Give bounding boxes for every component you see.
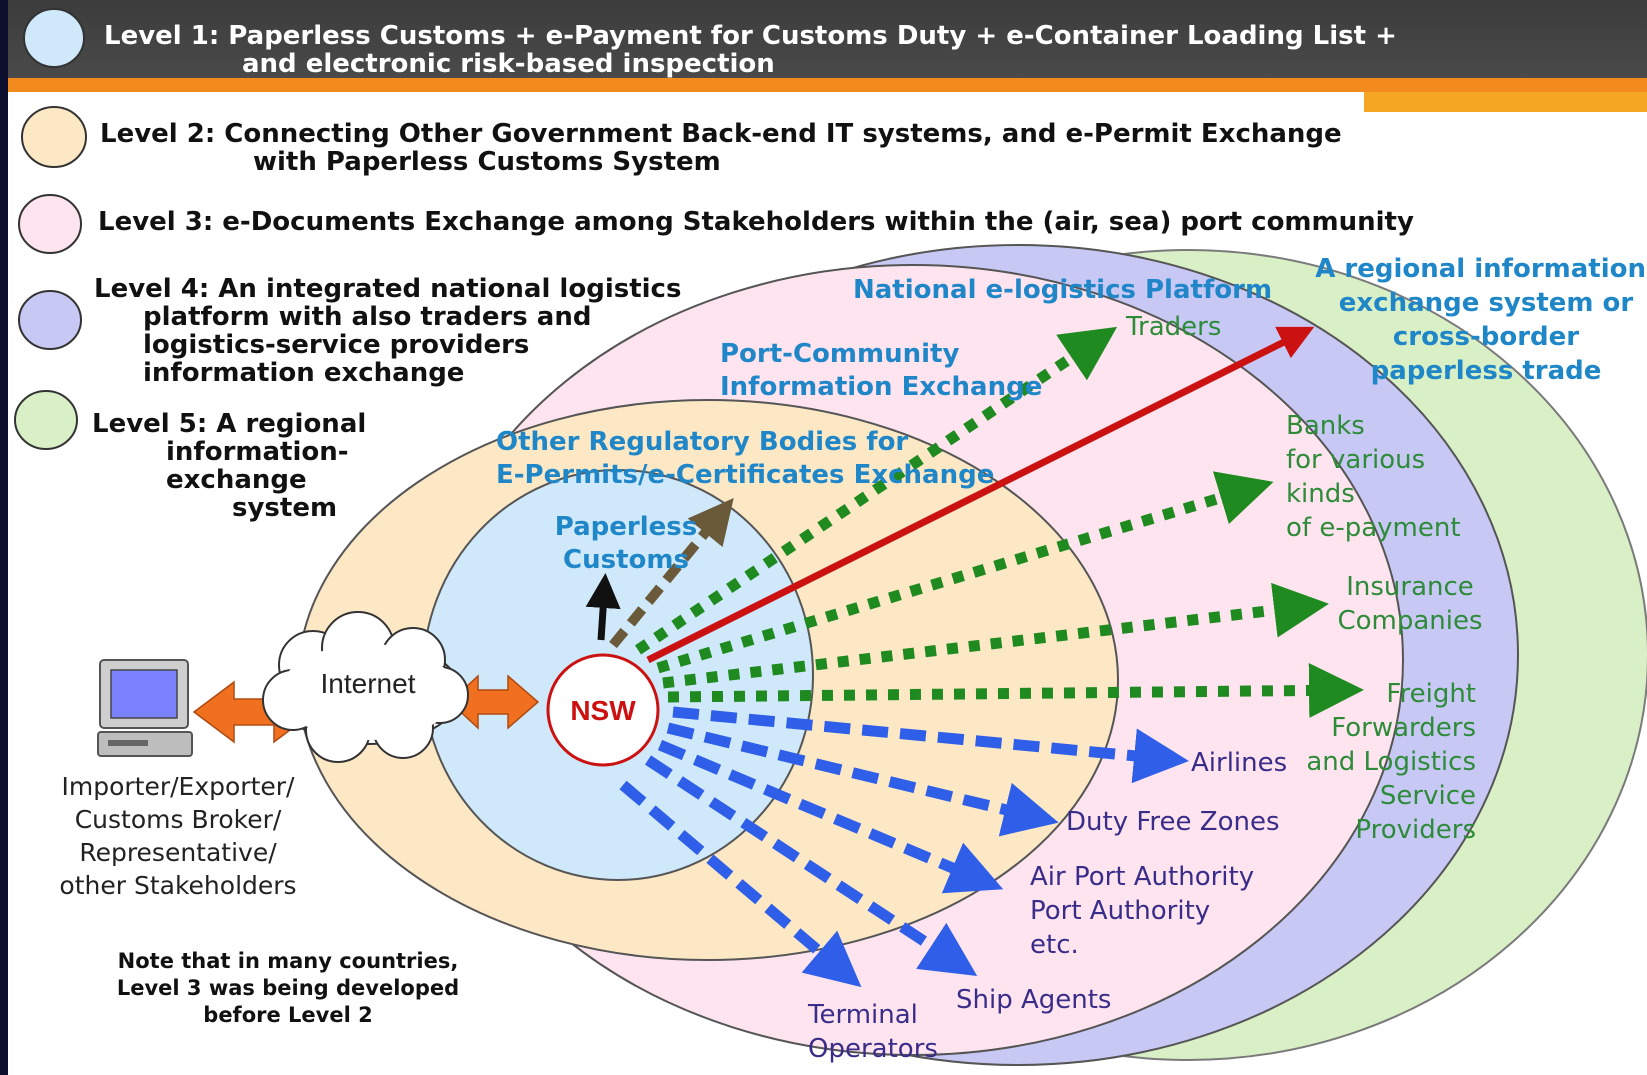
label-traders: Traders <box>1125 312 1221 342</box>
double-arrow-right <box>448 674 540 730</box>
arrow-to-duty-free <box>666 722 1059 837</box>
arrow-to-traders <box>634 326 1118 655</box>
legend-level-2-line-2: with Paperless Customs System <box>253 147 721 177</box>
legend-level-5-line-1: Level 5: A regional <box>92 409 367 439</box>
arrow-to-regional <box>646 326 1315 664</box>
legend-level-2-line-1: Level 2: Connecting Other Government Bac… <box>100 119 1342 149</box>
label-ship-agents: Ship Agents <box>956 985 1111 1015</box>
legend-level-5: Level 5: A regional information-exchange… <box>92 410 472 522</box>
actor-line-3: Representative/ <box>79 838 277 867</box>
label-freight-1: Freight <box>1386 679 1476 709</box>
actor-line-2: Customs Broker/ <box>74 805 282 834</box>
label-duty-free: Duty Free Zones <box>1066 807 1280 837</box>
label-freight-2: Forwarders <box>1331 713 1476 743</box>
legend-level-4-line-3: logistics-service providers <box>143 330 530 360</box>
label-terminal-2: Operators <box>808 1034 938 1064</box>
legend-level-4-line-2: platform with also traders and <box>143 302 592 332</box>
internet-label: Internet <box>321 668 416 699</box>
zone-label-regional-1: A regional information- <box>1315 254 1647 284</box>
actor-caption: Importer/Exporter/ Customs Broker/ Repre… <box>48 770 308 902</box>
header-bar <box>8 0 1647 78</box>
label-insurance-2: Companies <box>1337 606 1482 636</box>
arrow-to-paperless-customs <box>585 573 621 641</box>
legend-level-5-line-2: information-exchange <box>166 437 349 495</box>
layer-diagram: NSW Internet Paperless Customs Other Reg… <box>14 8 1647 1066</box>
zone-label-port-community-1: Port-Community <box>720 339 959 369</box>
header-stripe-accent <box>1364 92 1647 112</box>
diagram-canvas: NSW Internet Paperless Customs Other Reg… <box>8 0 1647 1075</box>
arrow-to-ship-agents <box>644 755 978 977</box>
zone-label-paperless-customs-2: Customs <box>563 545 689 575</box>
arrow-to-freight <box>667 662 1364 718</box>
zone-label-other-regulatory-1: Other Regulatory Bodies for <box>496 427 908 457</box>
legend-level-1: Level 1: Paperless Customs + e-Payment f… <box>104 22 1397 78</box>
label-port-authority-2: Port Authority <box>1030 896 1210 926</box>
header-stripe <box>8 78 1647 92</box>
legend-level-4: Level 4: An integrated national logistic… <box>94 275 681 387</box>
arrow-to-airlines <box>672 706 1189 784</box>
label-banks-4: of e-payment <box>1286 513 1461 543</box>
legend-circle-level-1 <box>23 8 85 68</box>
legend-level-5-line-3: system <box>232 493 338 523</box>
label-freight-3: and Logistics <box>1306 747 1476 777</box>
label-banks-3: kinds <box>1286 479 1355 509</box>
nsw-hub <box>546 653 660 767</box>
label-terminal-1: Terminal <box>807 1000 918 1030</box>
legend-level-1-line-1: Level 1: Paperless Customs + e-Payment f… <box>104 21 1397 51</box>
zone-label-national-platform: National e-logistics Platform <box>853 275 1272 305</box>
label-freight-5: Providers <box>1355 815 1476 845</box>
label-banks-2: for various <box>1286 445 1425 475</box>
arrow-to-terminal <box>619 780 862 988</box>
legend-circle-level-3 <box>18 194 82 254</box>
zone-label-port-community-2: Information Exchange <box>720 372 1042 402</box>
legend-level-4-line-1: Level 4: An integrated national logistic… <box>94 274 682 304</box>
legend-circle-level-5 <box>14 390 78 450</box>
nsw-label: NSW <box>570 695 636 726</box>
footnote-line-1: Note that in many countries, <box>117 949 459 973</box>
zone-label-other-regulatory-2: E-Permits/e-Certificates Exchange <box>496 460 994 490</box>
legend-level-3: Level 3: e-Documents Exchange among Stak… <box>98 208 1414 236</box>
label-port-authority-1: Air Port Authority <box>1030 862 1254 892</box>
zone-label-regional-2: exchange system or <box>1339 288 1634 318</box>
arrow-to-banks <box>656 471 1274 674</box>
legend-circle-level-4 <box>18 290 82 350</box>
zone-label-paperless-customs-1: Paperless <box>555 512 697 542</box>
legend-level-2: Level 2: Connecting Other Government Bac… <box>100 120 1342 176</box>
label-airlines: Airlines <box>1191 748 1287 778</box>
label-banks-1: Banks <box>1286 411 1365 441</box>
label-insurance-1: Insurance <box>1346 572 1474 602</box>
computer-icon <box>97 659 193 757</box>
legend-level-3-line-1: Level 3: e-Documents Exchange among Stak… <box>98 207 1414 237</box>
actor-line-4: other Stakeholders <box>59 871 297 900</box>
label-port-authority-3: etc. <box>1030 930 1079 960</box>
actor-line-1: Importer/Exporter/ <box>61 772 295 801</box>
footnote-line-2: Level 3 was being developed <box>116 976 460 1000</box>
footnote: Note that in many countries, Level 3 was… <box>108 948 468 1029</box>
zone-label-regional-3: cross-border <box>1393 322 1579 352</box>
legend-level-1-line-2: and electronic risk-based inspection <box>242 49 775 79</box>
label-freight-4: Service <box>1380 781 1476 811</box>
legend-level-4-line-4: information exchange <box>143 358 465 388</box>
legend-circle-level-2 <box>21 106 87 168</box>
internet-cloud-fill <box>280 644 456 740</box>
footnote-line-3: before Level 2 <box>203 1003 373 1027</box>
arrow-to-other-regulatory <box>609 498 734 649</box>
zone-label-regional-4: paperless trade <box>1371 356 1602 386</box>
arrow-to-port-authority <box>657 739 1004 894</box>
